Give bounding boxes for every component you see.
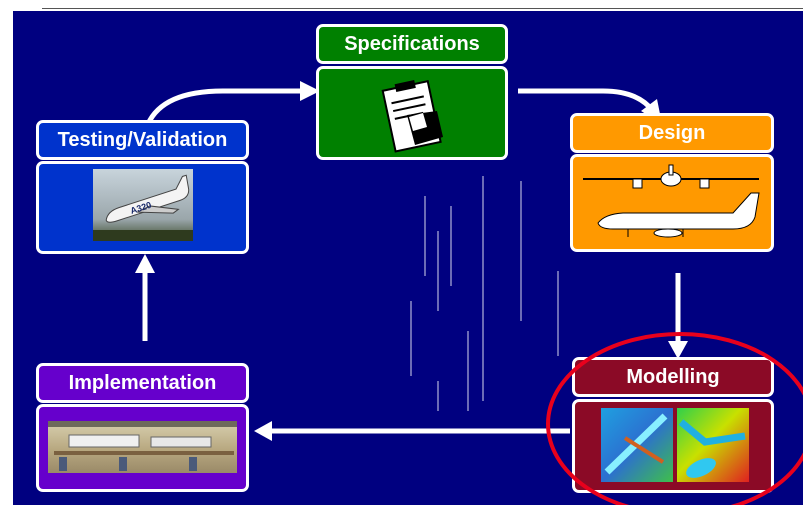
- cycle-arrows: [135, 81, 688, 441]
- process-cycle-diagram: Specifications Design: [13, 11, 803, 505]
- design-panel: [570, 154, 774, 252]
- testing-label: Testing/Validation: [57, 129, 228, 151]
- design-title: Design: [570, 113, 774, 153]
- arrowhead-implementation: [254, 421, 272, 441]
- arrowhead-specifications: [300, 81, 320, 101]
- testing-panel: A320: [36, 161, 249, 254]
- cfd-simulation-icon: [601, 408, 749, 482]
- top-rule: [42, 8, 803, 9]
- implementation-panel: [36, 404, 249, 492]
- implementation-title: Implementation: [36, 363, 249, 403]
- modelling-title: Modelling: [572, 357, 774, 397]
- clipboard-icon: [381, 80, 443, 153]
- arrow-testing-to-specifications: [145, 88, 303, 126]
- specifications-panel: [316, 66, 508, 160]
- modelling-label: Modelling: [626, 366, 720, 388]
- specifications-label: Specifications: [344, 33, 480, 55]
- specifications-title: Specifications: [316, 24, 508, 64]
- implementation-label: Implementation: [68, 372, 217, 394]
- modelling-panel: [572, 399, 774, 493]
- arrowhead-testing: [135, 254, 155, 273]
- aircraft-photo-icon: A320: [93, 169, 193, 241]
- design-label: Design: [638, 122, 706, 144]
- aircraft-drawing-icon: [583, 164, 760, 238]
- arrow-specifications-to-design: [518, 88, 655, 113]
- assembly-line-icon: [48, 421, 237, 473]
- testing-title: Testing/Validation: [36, 120, 249, 160]
